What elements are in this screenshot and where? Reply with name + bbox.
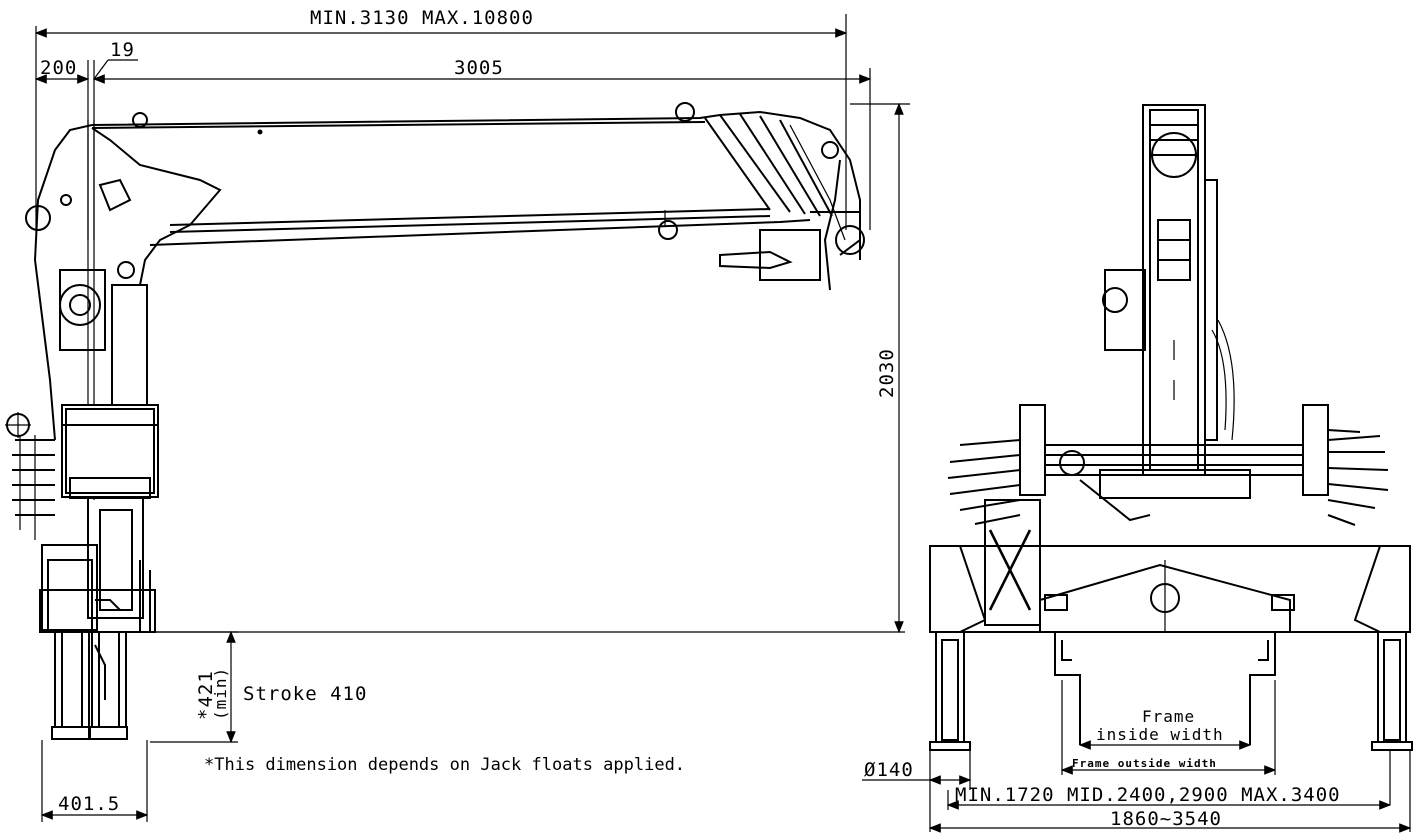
- total-span-label: 1860~3540: [1110, 808, 1222, 830]
- stroke-label: Stroke 410: [243, 683, 367, 705]
- base-width-dimension: 401.5: [40, 740, 149, 822]
- height-2030-label: 2030: [876, 348, 898, 398]
- boom-3005-label: 3005: [454, 57, 504, 79]
- span-dimensions: Ø140 MIN.1720 MID.2400,2900 MAX.3400 186…: [862, 750, 1412, 833]
- frame-inside-label-2: inside width: [1096, 725, 1224, 744]
- jack-421-label: *421: [195, 670, 217, 720]
- offset-19-label: 19: [110, 39, 135, 61]
- jack-float-note: *This dimension depends on Jack floats a…: [204, 755, 685, 775]
- front-outrigger: [929, 499, 1411, 633]
- outrigger-span-label: MIN.1720 MID.2400,2900 MAX.3400: [955, 784, 1341, 806]
- front-mast: [1102, 104, 1235, 476]
- front-view: Frame inside width Frame outside width Ø…: [862, 104, 1413, 833]
- frame-dimensions: Frame inside width Frame outside width: [1060, 680, 1277, 775]
- jack-min-label: (min): [211, 667, 230, 720]
- reach-dimension: MIN.3130 MAX.10800: [34, 7, 848, 230]
- frame-inside-label-1: Frame: [1142, 707, 1195, 726]
- height-dimension: 2030: [850, 102, 910, 634]
- front-levers: [947, 404, 1389, 526]
- side-view: MIN.3130 MAX.10800 200 19 3005 2030: [5, 7, 910, 822]
- jack-dimension: *421 (min) Stroke 410 *This dimension de…: [150, 630, 685, 775]
- column: [5, 120, 222, 500]
- frame-outside-label: Frame outside width: [1072, 757, 1217, 770]
- front-jacks: [929, 631, 1413, 751]
- boom-dimension: 200 19 3005: [34, 39, 872, 240]
- base-width-label: 401.5: [58, 793, 120, 815]
- float-diameter-label: Ø140: [864, 759, 914, 781]
- base: [12, 404, 159, 740]
- reach-label: MIN.3130 MAX.10800: [310, 7, 534, 29]
- boom: [91, 102, 865, 291]
- offset-200-label: 200: [40, 57, 77, 79]
